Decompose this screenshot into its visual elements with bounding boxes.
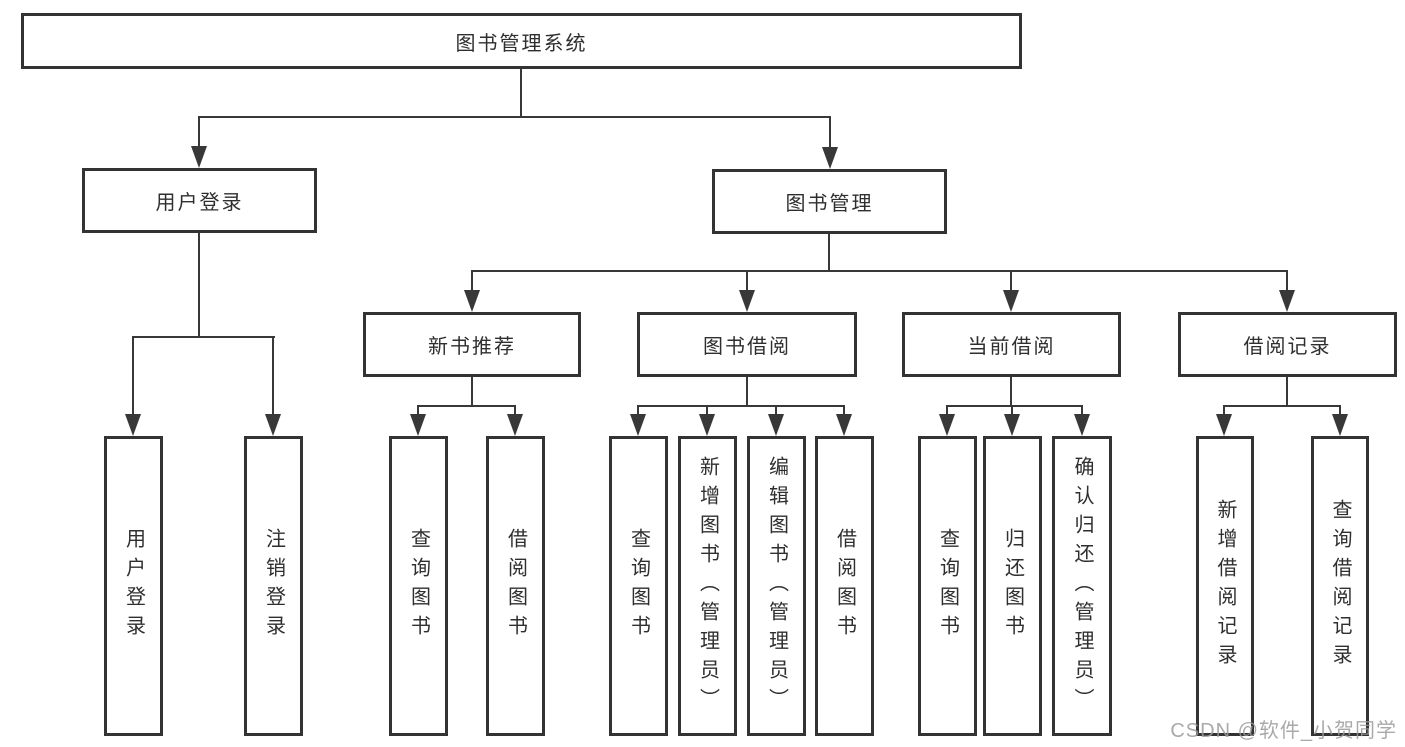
arrowhead-book-management: [822, 147, 838, 169]
arrowhead-leaf: [1004, 414, 1020, 436]
connector-borrow-records-stem: [1286, 377, 1288, 406]
leaf-label: 查询图书: [407, 528, 430, 644]
connector-arrow-new-books: [471, 270, 473, 290]
arrowhead-new-books: [464, 290, 480, 312]
connector-book-management-stem: [828, 234, 830, 271]
arrowhead-leaf: [836, 414, 852, 436]
arrowhead-leaf: [630, 414, 646, 436]
leaf-label: 借阅图书: [833, 528, 856, 644]
connector-arrow-leaf: [1339, 405, 1341, 414]
leaf-edit-books-admin: 编辑图书（管理员）: [747, 436, 806, 736]
connector-borrow-records-rail: [1223, 405, 1341, 407]
node-label: 当前借阅: [967, 336, 1056, 358]
arrowhead-leaf: [699, 414, 715, 436]
connector-arrow-borrow-records: [1286, 270, 1288, 290]
leaf-label: 确认归还（管理员）: [1071, 455, 1093, 717]
arrowhead-current-borrow: [1003, 290, 1019, 312]
node-current-borrowing: 当前借阅: [902, 312, 1121, 377]
leaf-label: 用户登录: [122, 528, 145, 644]
node-borrowing-records: 借阅记录: [1178, 312, 1397, 377]
connector-arrow-leaf: [775, 405, 777, 414]
leaf-add-borrow-record: 新增借阅记录: [1196, 436, 1254, 736]
csdn-watermark: CSDN @软件_小贺同学: [1170, 720, 1397, 742]
leaf-label: 注销登录: [262, 528, 285, 644]
connector-arrow-leaf: [637, 405, 639, 414]
leaf-logout: 注销登录: [244, 436, 303, 736]
connector-arrow-user-login: [198, 116, 200, 146]
connector-level2-rail: [471, 270, 1288, 272]
connector-arrow-leaf: [843, 405, 845, 414]
leaf-label: 编辑图书（管理员）: [765, 455, 788, 717]
node-new-book-recommend: 新书推荐: [363, 312, 581, 377]
connector-level1-rail: [198, 116, 831, 118]
node-label: 新书推荐: [428, 336, 516, 358]
leaf-borrow-books: 借阅图书: [815, 436, 874, 736]
arrowhead-book-borrow: [739, 290, 755, 312]
leaf-label: 新增借阅记录: [1214, 499, 1236, 673]
node-label: 图书管理系统: [455, 32, 588, 55]
node-label: 用户登录: [155, 192, 244, 214]
connector-arrow-book-management: [829, 116, 831, 147]
leaf-query-books-recommend: 查询图书: [389, 436, 448, 736]
leaf-label: 查询图书: [936, 528, 959, 644]
arrowhead-leaf-login: [125, 414, 141, 436]
leaf-borrow-books-recommend: 借阅图书: [486, 436, 545, 736]
connector-arrow-leaf: [417, 405, 419, 414]
connector-arrow-leaf: [946, 405, 948, 414]
node-book-borrowing: 图书借阅: [637, 312, 857, 377]
node-library-management-system: 图书管理系统: [21, 13, 1022, 69]
node-label: 借阅记录: [1243, 336, 1332, 358]
arrowhead-borrow-records: [1279, 290, 1295, 312]
leaf-label: 查询图书: [627, 528, 650, 644]
connector-user-login-rail: [132, 336, 275, 338]
arrowhead-leaf: [768, 414, 784, 436]
arrowhead-leaf: [410, 414, 426, 436]
connector-arrow-current-borrow: [1010, 270, 1012, 290]
connector-arrow-leaf-logout: [272, 336, 274, 414]
leaf-user-login: 用户登录: [104, 436, 163, 736]
connector-new-books-rail: [417, 405, 516, 407]
connector-root-stem: [520, 69, 522, 117]
connector-arrow-leaf: [1223, 405, 1225, 414]
leaf-label: 借阅图书: [504, 528, 527, 644]
connector-user-login-stem: [198, 233, 200, 337]
connector-arrow-leaf-login: [132, 336, 134, 414]
arrowhead-leaf: [1216, 414, 1232, 436]
node-label: 图书管理: [785, 193, 874, 215]
connector-book-borrow-rail: [637, 405, 845, 407]
leaf-add-books-admin: 新增图书（管理员）: [678, 436, 737, 736]
connector-book-borrow-stem: [746, 377, 748, 406]
node-book-management: 图书管理: [712, 169, 947, 234]
arrowhead-leaf: [939, 414, 955, 436]
connector-current-borrow-rail: [946, 405, 1083, 407]
arrowhead-leaf-logout: [265, 414, 281, 436]
node-user-login: 用户登录: [82, 168, 317, 233]
node-label: 图书借阅: [703, 336, 791, 358]
arrowhead-user-login: [191, 146, 207, 168]
connector-new-books-stem: [471, 377, 473, 406]
arrowhead-leaf: [1074, 414, 1090, 436]
leaf-return-books: 归还图书: [983, 436, 1042, 736]
connector-arrow-leaf: [706, 405, 708, 414]
leaf-label: 查询借阅记录: [1329, 499, 1351, 673]
connector-arrow-leaf: [1011, 405, 1013, 414]
arrowhead-leaf: [1332, 414, 1348, 436]
leaf-query-books-current: 查询图书: [918, 436, 977, 736]
leaf-label: 新增图书（管理员）: [696, 455, 719, 717]
leaf-query-borrow-record: 查询借阅记录: [1311, 436, 1369, 736]
leaf-confirm-return-admin: 确认归还（管理员）: [1052, 436, 1112, 736]
connector-arrow-leaf: [514, 405, 516, 414]
connector-current-borrow-stem: [1010, 377, 1012, 406]
connector-arrow-leaf: [1081, 405, 1083, 414]
leaf-query-books-borrowing: 查询图书: [609, 436, 668, 736]
connector-arrow-book-borrow: [746, 270, 748, 290]
arrowhead-leaf: [507, 414, 523, 436]
leaf-label: 归还图书: [1001, 528, 1024, 644]
